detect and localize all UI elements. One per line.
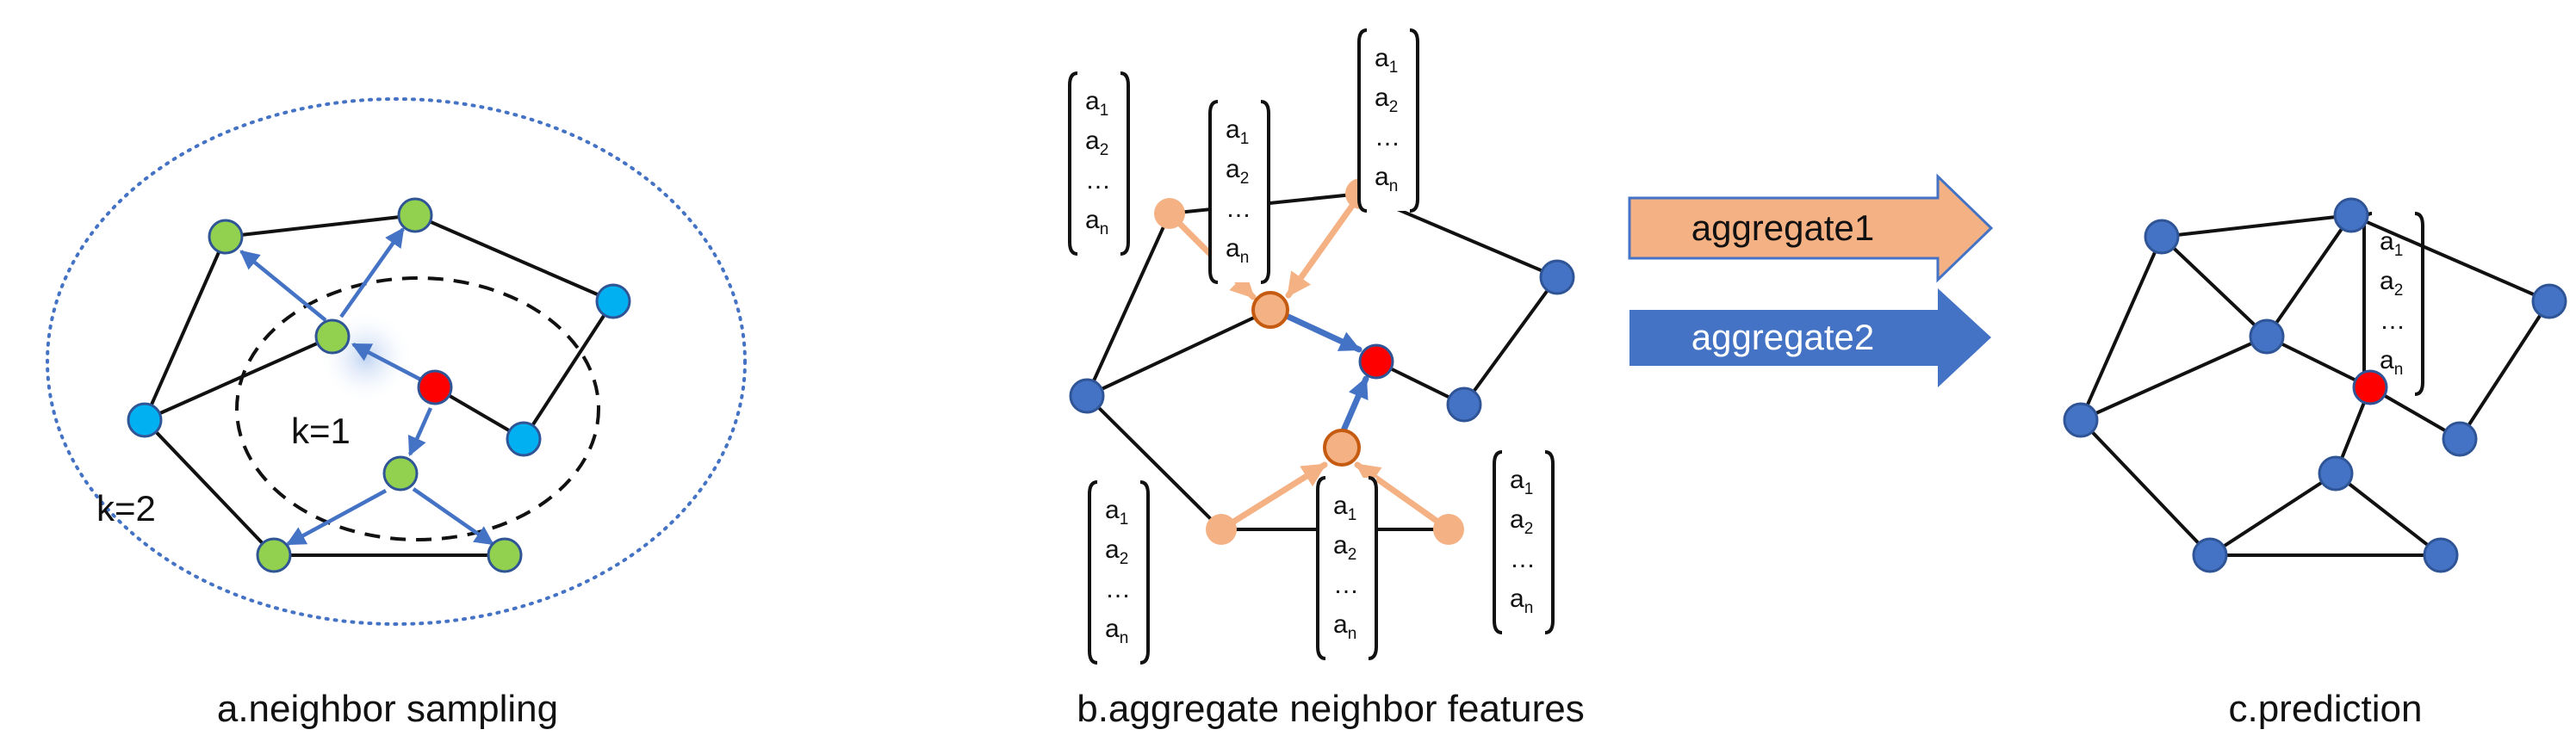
vector-bracket-right: [1409, 28, 1419, 213]
sampled-node: [487, 537, 523, 573]
graph-node: [2192, 537, 2228, 573]
vector-entry: …: [1085, 166, 1111, 195]
vector-entry: an: [2380, 346, 2403, 379]
panel-b-nodes: [1069, 178, 1575, 545]
vector-bracket-right: [1368, 476, 1378, 660]
vector-bracket-left: [1357, 28, 1368, 213]
vector-bracket-right: [2414, 212, 2424, 396]
graph-node: [2531, 283, 2567, 319]
vector-entry: …: [1375, 123, 1400, 151]
unsampled-node: [595, 283, 631, 319]
panel-a-neighbor-sampling: k=1 k=2 a.neighbor sampling: [46, 97, 747, 730]
caption-b: b.aggregate neighbor features: [1077, 688, 1585, 730]
caption-c: c.prediction: [2228, 688, 2422, 730]
vector-entry: a2: [1375, 83, 1398, 116]
caption-a: a.neighbor sampling: [217, 688, 558, 730]
vector-bracket-right: [1544, 450, 1555, 634]
unsampled-node: [127, 402, 163, 438]
hop1-node: [1206, 514, 1237, 545]
vector-entry: …: [1105, 575, 1131, 603]
aggregate1-label: aggregate1: [1691, 207, 1875, 248]
sampled-node: [382, 455, 419, 492]
hop1-node: [1154, 198, 1185, 229]
k2-boundary: [46, 97, 747, 626]
graph-node: [2144, 219, 2180, 255]
graph-node: [2333, 197, 2369, 233]
target-node: [2352, 369, 2388, 405]
target-node: [417, 369, 453, 405]
vector-entry: …: [1510, 545, 1536, 573]
vector-bracket-left: [1068, 71, 1078, 256]
k2-label: k=2: [96, 488, 156, 529]
k1-label: k=1: [291, 411, 351, 451]
graph-node: [2249, 318, 2285, 355]
panel-c-edges: [2079, 213, 2551, 557]
vector-bracket-left: [1316, 476, 1326, 660]
panel-c-prediction: c.prediction: [2063, 197, 2567, 730]
vector-bracket-right: [1260, 100, 1270, 284]
vector-bracket-left: [1493, 450, 1503, 634]
hop1-node: [1433, 514, 1464, 545]
graph-node: [2318, 455, 2354, 492]
vector-entry: …: [2380, 306, 2405, 335]
vector-bracket-right: [1139, 480, 1150, 665]
graph-node: [2063, 402, 2099, 438]
k1-boundary: [235, 276, 600, 541]
vector-bracket-right: [1120, 71, 1130, 256]
vector-bracket-left: [1208, 100, 1219, 284]
vector-entry: a2: [1333, 531, 1356, 564]
panel-a-nodes: [127, 197, 631, 573]
sampling-arrows: [239, 227, 494, 546]
panel-b-aggregate: a1a2…ana1a2…ana1a2…ana1a2…ana1a2…ana1a2……: [1068, 28, 2424, 730]
sampled-node: [397, 197, 433, 233]
unsampled-node: [506, 421, 542, 457]
graph-node: [1539, 259, 1575, 295]
aggregate-arrows-hop2: [1285, 313, 1369, 434]
sampled-node: [314, 318, 351, 355]
panel-a-edges: [143, 213, 615, 557]
vector-bracket-left: [1088, 480, 1098, 665]
aggregated-node: [1323, 429, 1361, 467]
target-node: [1358, 343, 1394, 380]
aggregate1-arrow: aggregate1: [1628, 173, 1994, 283]
sampled-node: [208, 219, 244, 255]
vector-entry: …: [1226, 195, 1251, 223]
graph-node: [2423, 537, 2459, 573]
graph-node: [2442, 421, 2478, 457]
aggregate2-label: aggregate2: [1691, 317, 1875, 357]
panel-c-nodes: [2063, 197, 2567, 573]
aggregate2-arrow: aggregate2: [1629, 288, 1991, 387]
graph-node: [1069, 378, 1105, 414]
sampled-node: [256, 537, 292, 573]
graph-node: [1446, 386, 1482, 423]
vector-entry: …: [1333, 571, 1359, 599]
aggregated-node: [1251, 291, 1289, 329]
